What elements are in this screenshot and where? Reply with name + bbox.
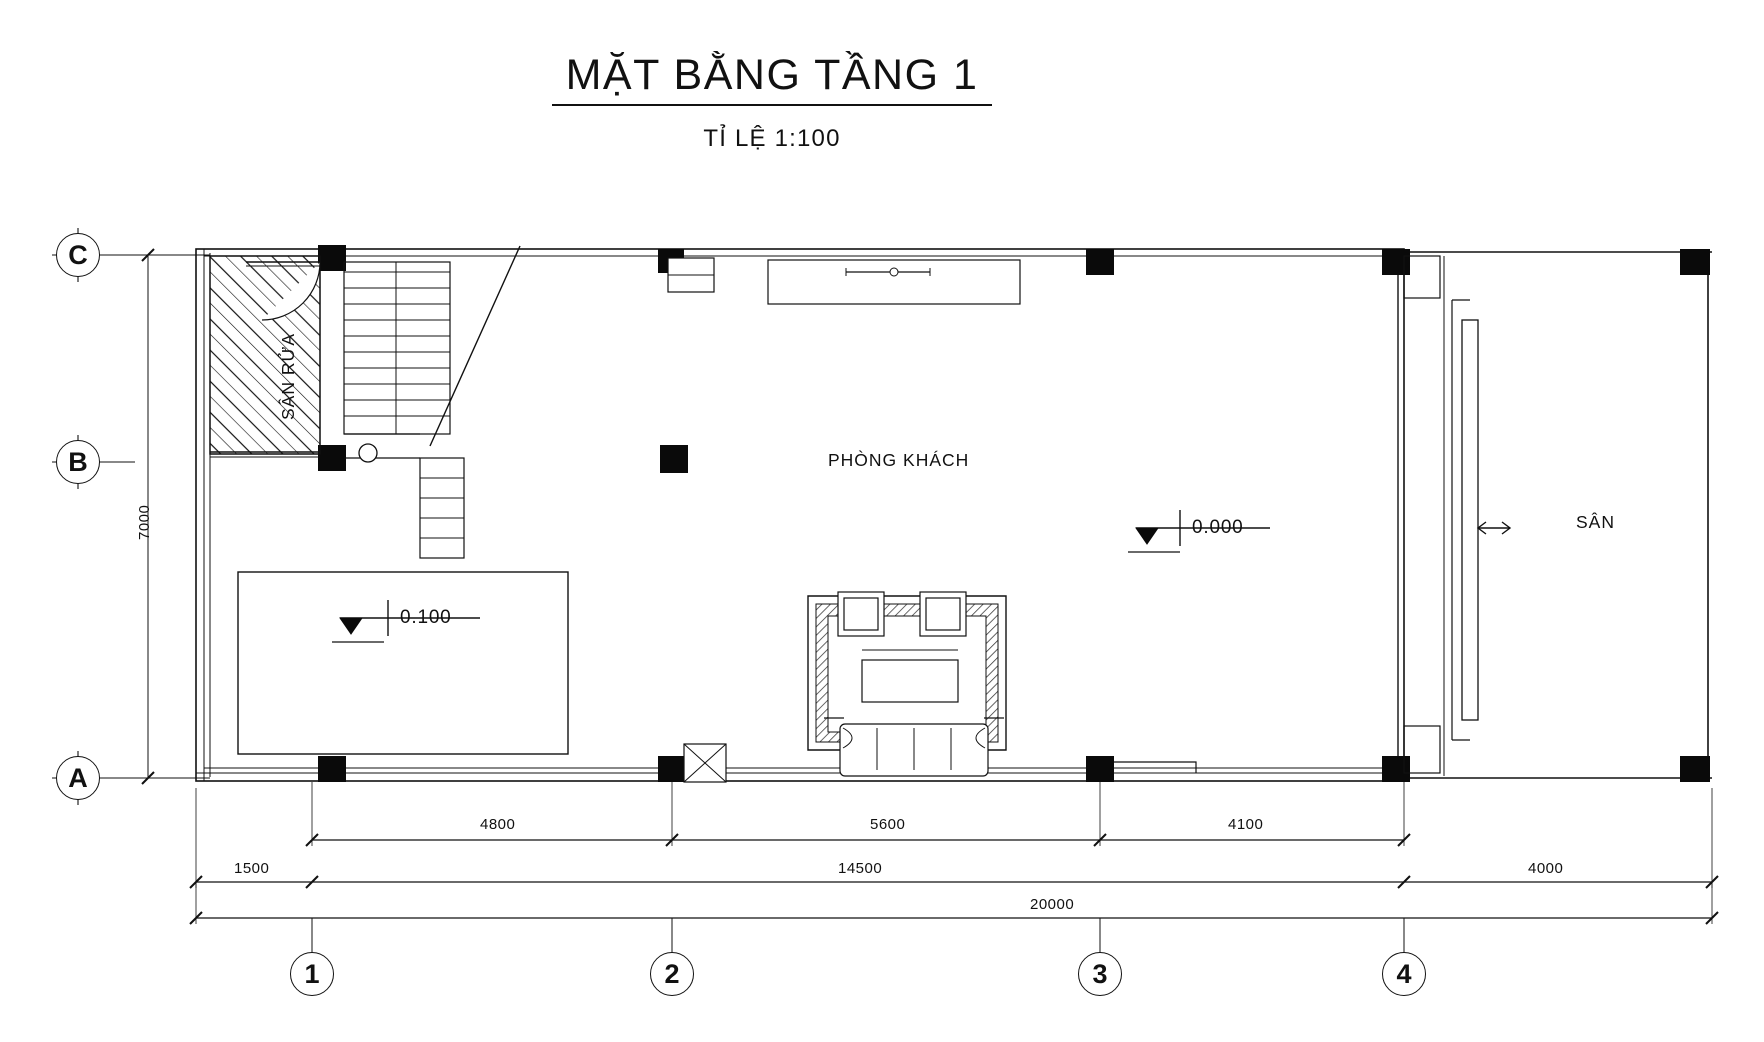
grid-bubble-stems (311, 918, 1405, 952)
wall-axis-4 (1397, 256, 1405, 773)
grid-bubble-4[interactable]: 4 (1382, 952, 1426, 996)
dimension-vertical-7000 (141, 248, 155, 785)
grid-bubble-2[interactable]: 2 (650, 952, 694, 996)
top-counter (767, 259, 1021, 305)
grid-bubble-3[interactable]: 3 (1078, 952, 1122, 996)
dimension-overall (189, 882, 1719, 925)
grid-bubble-C[interactable]: C (56, 233, 100, 277)
yard-walls (1404, 251, 1712, 779)
staircase (343, 245, 521, 559)
grid-bubble-1[interactable]: 1 (290, 952, 334, 996)
dimension-text-5600: 5600 (870, 816, 906, 833)
window-top (667, 257, 715, 293)
dimension-chain-bays (305, 782, 1411, 847)
step-axis3 (1114, 761, 1197, 773)
dimension-chain-mid (189, 788, 1719, 889)
room-label-san: SÂN (1576, 512, 1615, 532)
dimension-text-7000: 7000 (136, 504, 153, 540)
dimension-text-1500: 1500 (234, 860, 270, 877)
drawing-title-block: MẶT BẰNG TẦNG 1 (0, 52, 1654, 107)
raised-platform-0100 (237, 571, 569, 755)
drawing-title: MẶT BẰNG TẦNG 1 (551, 52, 993, 107)
bottom-opening-axis2 (683, 743, 727, 783)
grid-axis-lines-horizontal (104, 254, 210, 779)
columns (318, 245, 1710, 782)
level-symbol-0100 (332, 600, 480, 643)
sofa-set (807, 591, 1007, 777)
level-value-0100: 0.100 (400, 607, 452, 628)
san-yard (1403, 255, 1512, 776)
dimension-text-4800: 4800 (480, 816, 516, 833)
dimension-text-20000: 20000 (1030, 896, 1075, 913)
grid-bubble-A[interactable]: A (56, 756, 100, 800)
room-label-san-rua: SÂN RỬA (278, 332, 298, 420)
level-value-0000: 0.000 (1192, 517, 1244, 538)
level-symbol-0000 (1128, 510, 1270, 553)
dimension-text-4000: 4000 (1528, 860, 1564, 877)
dimension-text-14500: 14500 (838, 860, 883, 877)
san-rua-area (209, 255, 321, 458)
room-label-phong-khach: PHÒNG KHÁCH (828, 450, 970, 470)
dimension-text-4100: 4100 (1228, 816, 1264, 833)
drawing-scale: TỈ LỆ 1:100 (703, 125, 841, 152)
grid-bubble-B[interactable]: B (56, 440, 100, 484)
